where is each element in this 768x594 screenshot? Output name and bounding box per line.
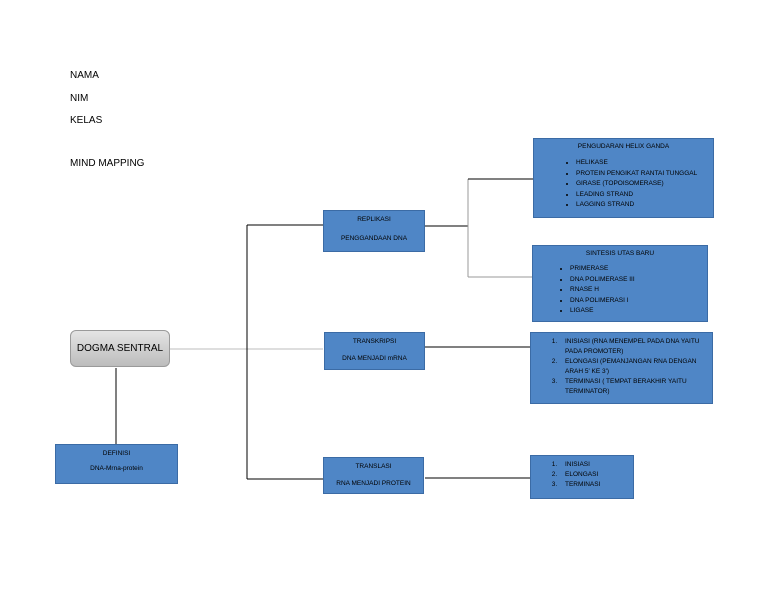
replikasi-box: REPLIKASI PENGGANDAAN DNA bbox=[323, 210, 425, 252]
pengudaran-list: HELIKASE PROTEIN PENGIKAT RANTAI TUNGGAL… bbox=[534, 158, 713, 211]
definisi-box: DEFINISI DNA-Mrna-protein bbox=[55, 444, 178, 484]
translasi-box: TRANSLASI RNA MENJADI PROTEIN bbox=[323, 457, 424, 494]
translasi-steps-box: INISIASI ELONGASI TERMINASI bbox=[530, 455, 634, 499]
translasi-steps-list: INISIASI ELONGASI TERMINASI bbox=[531, 460, 633, 490]
nim-label: NIM bbox=[70, 93, 89, 104]
translasi-title: TRANSLASI bbox=[355, 463, 392, 470]
nama-label: NAMA bbox=[70, 70, 99, 81]
sintesis-list: PRIMERASE DNA POLIMERASE III RNASE H DNA… bbox=[533, 264, 707, 317]
list-item: LIGASE bbox=[570, 306, 707, 317]
list-item: DNA POLIMERASI I bbox=[570, 296, 707, 307]
mind-mapping-label: MIND MAPPING bbox=[70, 158, 145, 169]
definisi-title: DEFINISI bbox=[102, 450, 131, 457]
list-item: TERMINASI ( TEMPAT BERAKHIR YAITU TERMIN… bbox=[559, 377, 712, 397]
sintesis-title: SINTESIS UTAS BARU bbox=[585, 250, 655, 257]
sintesis-box: SINTESIS UTAS BARU PRIMERASE DNA POLIMER… bbox=[532, 245, 708, 322]
transkripsi-box: TRANSKRIPSI DNA MENJADI mRNA bbox=[324, 332, 425, 370]
kelas-label: KELAS bbox=[70, 115, 103, 126]
list-item: ELONGASI (PEMANJANGAN RNA DENGAN ARAH 5'… bbox=[559, 357, 712, 377]
transkripsi-steps-box: INISIASI (RNA MENEMPEL PADA DNA YAITU PA… bbox=[530, 332, 713, 404]
translasi-text: RNA MENJADI PROTEIN bbox=[336, 480, 411, 487]
transkripsi-text: DNA MENJADI mRNA bbox=[342, 355, 407, 362]
list-item: PRIMERASE bbox=[570, 264, 707, 275]
definisi-text: DNA-Mrna-protein bbox=[90, 465, 143, 472]
list-item: RNASE H bbox=[570, 285, 707, 296]
transkripsi-steps-list: INISIASI (RNA MENEMPEL PADA DNA YAITU PA… bbox=[531, 337, 712, 397]
list-item: HELIKASE bbox=[576, 158, 713, 169]
list-item: LAGGING STRAND bbox=[576, 200, 713, 211]
dogma-sentral-node: DOGMA SENTRAL bbox=[70, 330, 170, 367]
pengudaran-title: PENGUDARAN HELIX GANDA bbox=[577, 143, 670, 150]
list-item: INISIASI bbox=[559, 460, 633, 470]
list-item: LEADING STRAND bbox=[576, 190, 713, 201]
transkripsi-title: TRANSKRIPSI bbox=[352, 338, 397, 345]
list-item: DNA POLIMERASE III bbox=[570, 275, 707, 286]
list-item: TERMINASI bbox=[559, 480, 633, 490]
list-item: PROTEIN PENGIKAT RANTAI TUNGGAL bbox=[576, 169, 713, 180]
list-item: INISIASI (RNA MENEMPEL PADA DNA YAITU PA… bbox=[559, 337, 712, 357]
pengudaran-box: PENGUDARAN HELIX GANDA HELIKASE PROTEIN … bbox=[533, 138, 714, 218]
replikasi-title: REPLIKASI bbox=[357, 216, 391, 223]
list-item: GIRASE (TOPOISOMERASE) bbox=[576, 179, 713, 190]
list-item: ELONGASI bbox=[559, 470, 633, 480]
replikasi-text: PENGGANDAAN DNA bbox=[340, 235, 408, 242]
